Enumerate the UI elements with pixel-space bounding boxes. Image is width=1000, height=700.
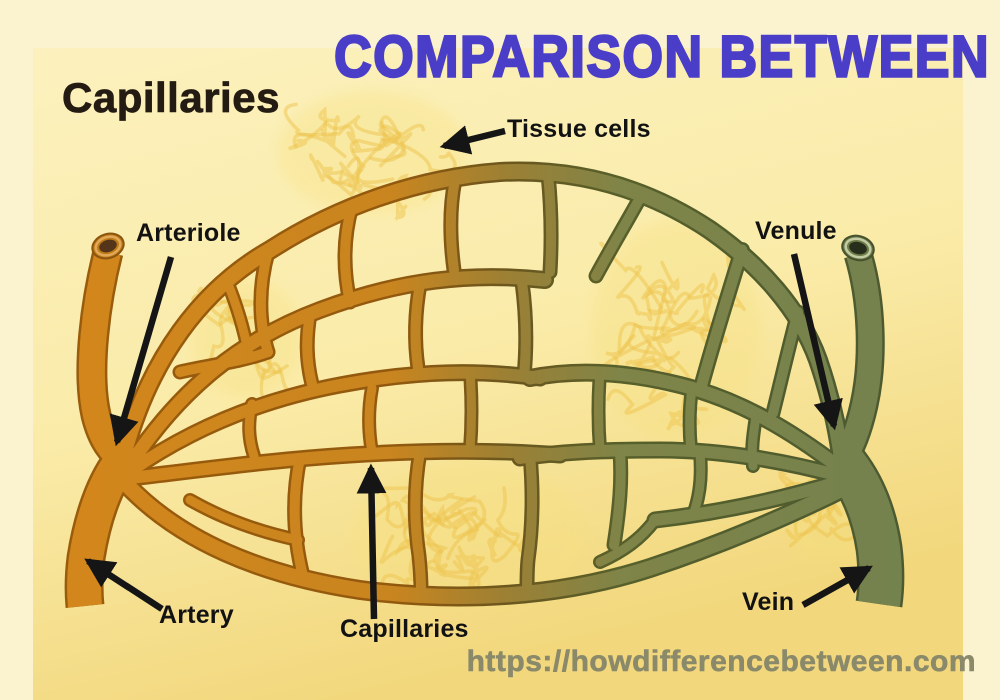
tissue-cell-squiggle [288,114,407,163]
tissue-cell-squiggle [379,511,444,565]
arrow-tissue-cells [439,125,506,155]
capillary-vessel [175,347,273,377]
arrow-vein [801,565,873,608]
diagram-heading: Capillaries [62,74,280,122]
annotation-arrows [84,125,873,620]
capillary-vessel [649,476,844,526]
capillary-vessel [609,447,626,550]
capillary-vessel [244,399,259,461]
capillary-vessel [517,277,531,381]
capillary-vessel [696,244,748,390]
capillary-vessel [364,383,377,457]
capillary-vessel [302,309,317,389]
tissue-cell-squiggle [378,123,426,168]
capillary-vessel [410,279,425,373]
capillary-vessel [340,201,357,307]
label-vein: Vein [742,588,795,616]
capillary-vessel [768,307,803,418]
capillary-vessel [523,366,847,475]
capillary-vessel [591,193,645,281]
capillary-vessel [685,383,697,455]
label-tissue-cells: Tissue cells [507,115,651,143]
tissue-cell-squiggle [640,279,705,328]
capillary-vessel [747,411,761,471]
tissue-cell-squiggle [617,321,681,370]
capillary-vessel [67,447,138,608]
arrow-artery [84,558,164,612]
label-capillaries: Capillaries [340,615,469,643]
arrow-venule [790,253,843,431]
label-artery: Artery [159,601,234,629]
arrow-arteriole [109,256,175,447]
capillary-vessel [825,446,902,607]
capillary-vessel [465,367,476,455]
capillary-vessel [595,515,660,567]
capillary-vessel [125,270,552,469]
capillary-vessel [120,478,848,605]
tissue-cell-squiggle [283,102,395,153]
capillary-network [67,164,902,608]
capillary-vessel [289,453,308,581]
capillary-vessel [514,444,846,482]
capillary-vessel [445,175,460,275]
tissue-cell-squiggle [487,486,520,563]
tissue-cell-squiggle [452,545,489,591]
capillary-vessel [410,447,426,595]
tissue-cell-squiggle [292,106,347,159]
label-arteriole: Arteriole [136,219,241,247]
capillary-vessel [522,450,538,595]
watermark-url: https://howdifferencebetween.com [466,645,976,679]
capillary-vessel [255,247,273,357]
capillary-vessel [124,445,566,484]
tissue-cell-squiggle [615,260,680,322]
venule-opening [841,234,875,262]
label-venule: Venule [755,217,837,245]
capillary-vessel [594,367,605,455]
capillary-vessel [832,250,883,468]
capillary-vessel [185,495,303,545]
capillary-vessel [689,448,706,517]
capillary-vessel [126,366,546,476]
tissue-cell-squiggle [606,334,677,415]
capillary-vessel [543,169,557,277]
capillary-vessel [223,279,254,360]
arrow-capillaries [356,463,387,620]
page-title: COMPARISON BETWEEN [333,24,990,91]
arteriole-opening [91,232,125,260]
tissue-cell-squiggle [599,241,715,347]
